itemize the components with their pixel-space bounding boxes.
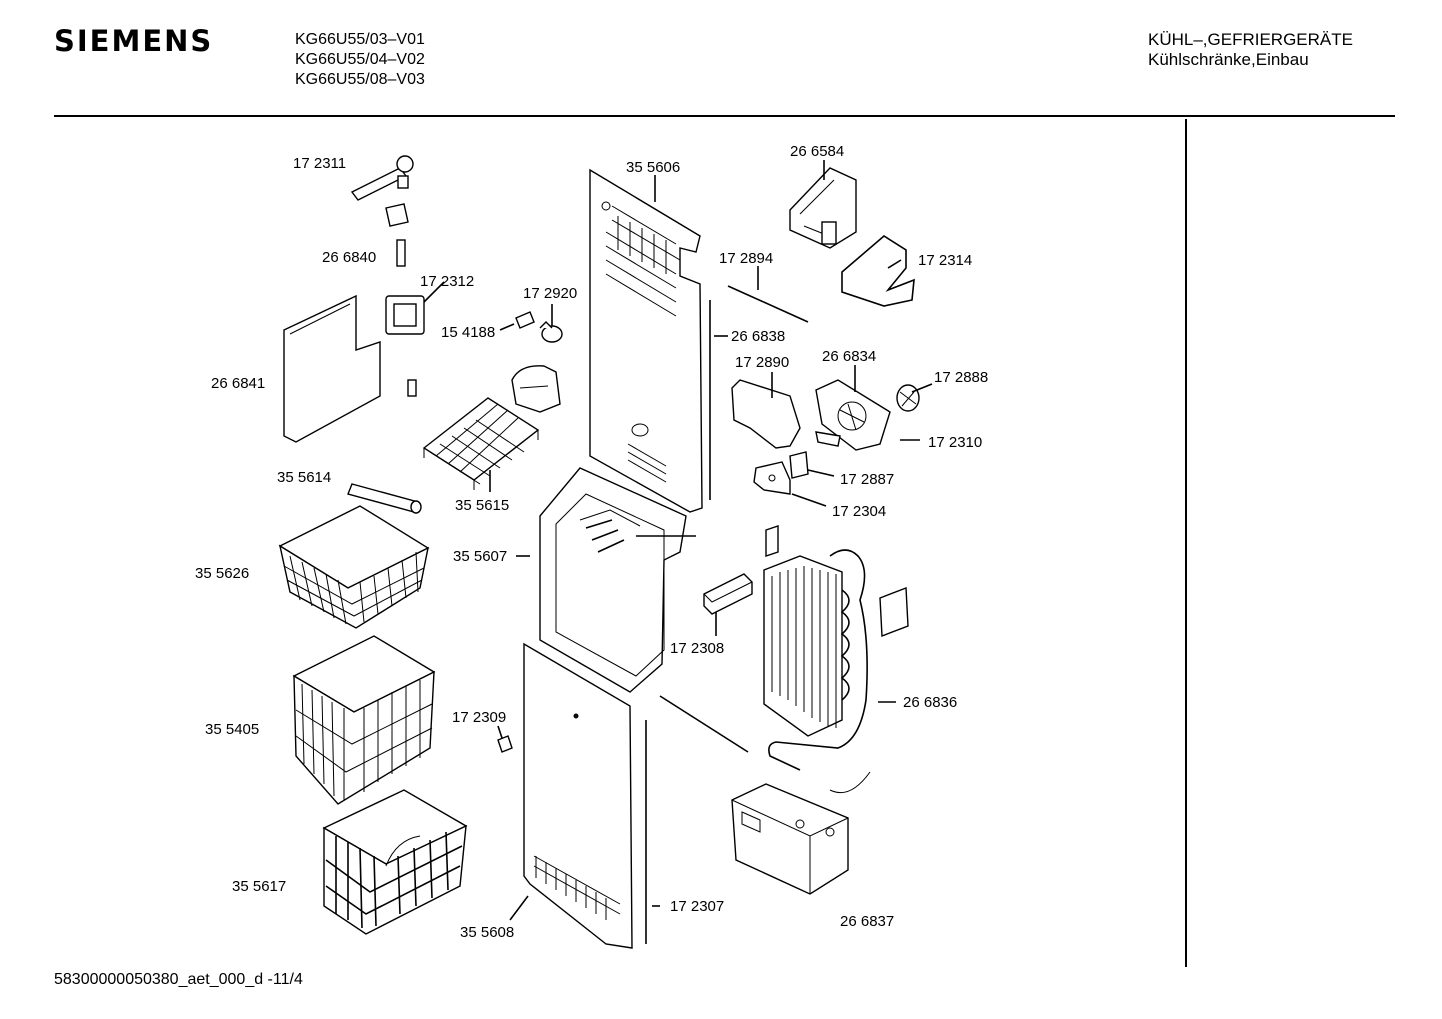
part-label: 35 5615 [455, 497, 509, 514]
model-line: KG66U55/04–V02 [295, 51, 425, 68]
part-lamp-cover-drawing [511, 365, 561, 413]
part-label: 26 6840 [322, 249, 376, 266]
part-label: 15 4188 [441, 324, 495, 341]
product-category: KÜHL–,GEFRIERGERÄTE Kühlschränke,Einbau [1148, 30, 1353, 70]
part-label: 26 6834 [822, 348, 876, 365]
part-tube-drawing [350, 155, 414, 267]
brand-logo: SIEMENS [54, 24, 214, 58]
part-label: 17 2887 [840, 471, 894, 488]
side-divider [1185, 119, 1187, 967]
part-label: 17 2310 [928, 434, 982, 451]
part-gasket-drawing [841, 235, 915, 307]
part-label: 26 6841 [211, 375, 265, 392]
part-label: 17 2920 [523, 285, 577, 302]
part-label: 17 2314 [918, 252, 972, 269]
part-label: 26 6837 [840, 913, 894, 930]
part-label: 17 2894 [719, 250, 773, 267]
part-label: 17 2312 [420, 273, 474, 290]
part-label: 17 2888 [934, 369, 988, 386]
part-basket-middle-drawing [292, 635, 436, 805]
part-label: 26 6584 [790, 143, 844, 160]
leader-lines [423, 160, 933, 921]
part-seal-strips-drawing [636, 285, 809, 944]
part-rod-drawing [347, 483, 422, 514]
part-motor-drawing [753, 451, 809, 495]
header-divider [54, 115, 1395, 117]
part-basket-bottom-drawing [322, 789, 468, 935]
model-list: KG66U55/03–V01 KG66U55/04–V02 KG66U55/08… [295, 30, 425, 90]
part-shelf-drawing [422, 397, 540, 490]
part-label: 17 2890 [735, 354, 789, 371]
model-line: KG66U55/08–V03 [295, 71, 425, 88]
part-clip-drawing [497, 735, 513, 753]
part-label: 26 6836 [903, 694, 957, 711]
part-drip-tray-drawing [731, 783, 849, 895]
part-back-panel-drawing [589, 168, 703, 513]
part-label: 17 2311 [293, 155, 346, 172]
part-label: 17 2304 [832, 503, 886, 520]
part-sensor-drawing [703, 573, 753, 615]
part-bulbs-drawing [515, 311, 563, 343]
part-basket-top-drawing [278, 505, 430, 629]
part-labels: 17 2311 26 6840 17 2312 15 4188 17 2920 … [195, 143, 988, 941]
part-switch-drawing [385, 295, 425, 335]
part-fan-blade-drawing [896, 384, 920, 412]
part-label: 35 5607 [453, 548, 507, 565]
part-label: 35 5606 [626, 159, 680, 176]
part-label: 35 5614 [277, 469, 331, 486]
part-label: 17 2307 [670, 898, 724, 915]
part-label: 26 6838 [731, 328, 785, 345]
part-label: 17 2309 [452, 709, 506, 726]
part-fan-housing-drawing [815, 379, 891, 451]
part-label: 17 2308 [670, 640, 724, 657]
part-label: 35 5608 [460, 924, 514, 941]
part-evaporator-drawing [763, 525, 909, 794]
part-label: 35 5617 [232, 878, 286, 895]
category-line: KÜHL–,GEFRIERGERÄTE [1148, 30, 1353, 49]
category-line: Kühlschränke,Einbau [1148, 50, 1309, 69]
part-bottom-panel-drawing [523, 642, 633, 949]
model-line: KG66U55/03–V01 [295, 31, 425, 48]
document-id: 58300000050380_aet_000_d -11/4 [54, 971, 303, 988]
part-bracket-drawing [789, 167, 857, 249]
part-duct-drawing [731, 379, 801, 449]
part-label: 35 5626 [195, 565, 249, 582]
part-label: 35 5405 [205, 721, 259, 738]
part-middle-panel-drawing [539, 467, 687, 693]
part-side-panel-drawing [283, 294, 417, 443]
